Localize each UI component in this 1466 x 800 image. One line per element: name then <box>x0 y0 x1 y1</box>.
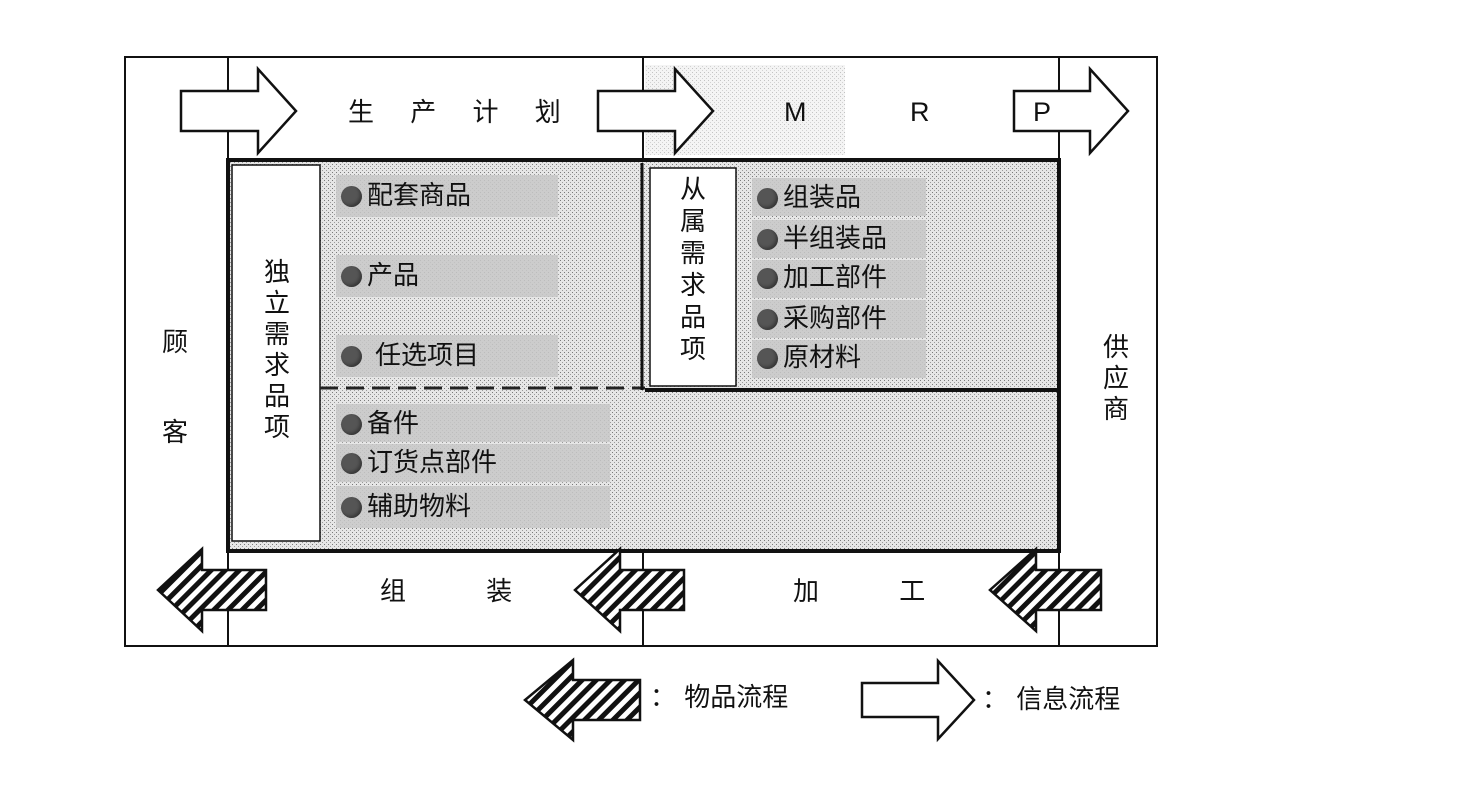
list-item: 组装品 <box>757 185 861 211</box>
material-arrow-3 <box>988 546 1103 634</box>
independent-demand-label: 独立需求品项 <box>263 258 290 443</box>
production-plan-label: 生 产 计 划 <box>348 98 575 128</box>
bullet-icon <box>757 347 778 369</box>
legend-info-flow: ： 信息流程 <box>982 685 1121 715</box>
list-item: 原材料 <box>757 345 861 371</box>
list-item: 备件 <box>341 411 419 437</box>
dependent-label-box <box>649 167 737 387</box>
list-item: 半组装品 <box>757 226 887 252</box>
legend-material-flow: ： 物品流程 <box>650 683 789 713</box>
bullet-icon <box>341 452 362 474</box>
list-item: 订货点部件 <box>341 450 497 476</box>
info-arrow-1 <box>179 65 298 157</box>
bullet-icon <box>757 308 778 330</box>
bullet-icon <box>341 413 362 435</box>
bullet-icon <box>341 496 362 518</box>
list-item: 产品 <box>341 263 419 289</box>
bullet-icon <box>341 185 362 207</box>
list-item: 辅助物料 <box>341 494 471 520</box>
independent-label-box <box>231 164 321 542</box>
bullet-icon <box>757 187 778 209</box>
list-item: 任选项目 <box>341 343 479 369</box>
info-arrow-3 <box>1012 65 1130 157</box>
outer-frame <box>124 56 1158 647</box>
bullet-icon <box>757 267 778 289</box>
bullet-icon <box>341 265 362 287</box>
material-arrow-2 <box>573 546 686 634</box>
bullet-icon <box>341 345 362 367</box>
list-item: 采购部件 <box>757 306 887 332</box>
supplier-label: 供应商 <box>1102 333 1129 425</box>
mrp-label: M R P <box>784 97 1100 127</box>
assembly-label: 组 装 <box>380 577 549 607</box>
list-item: 配套商品 <box>341 183 471 209</box>
processing-label: 加 工 <box>793 577 962 607</box>
material-arrow-1 <box>156 546 268 634</box>
legend-material-arrow <box>523 657 642 743</box>
bullet-icon <box>757 228 778 250</box>
customer-label: 顾客 <box>161 328 188 448</box>
dependent-demand-label: 从属需求品项 <box>679 175 706 365</box>
info-arrow-2 <box>596 65 715 157</box>
list-item: 加工部件 <box>757 265 887 291</box>
legend-info-arrow <box>860 657 976 743</box>
